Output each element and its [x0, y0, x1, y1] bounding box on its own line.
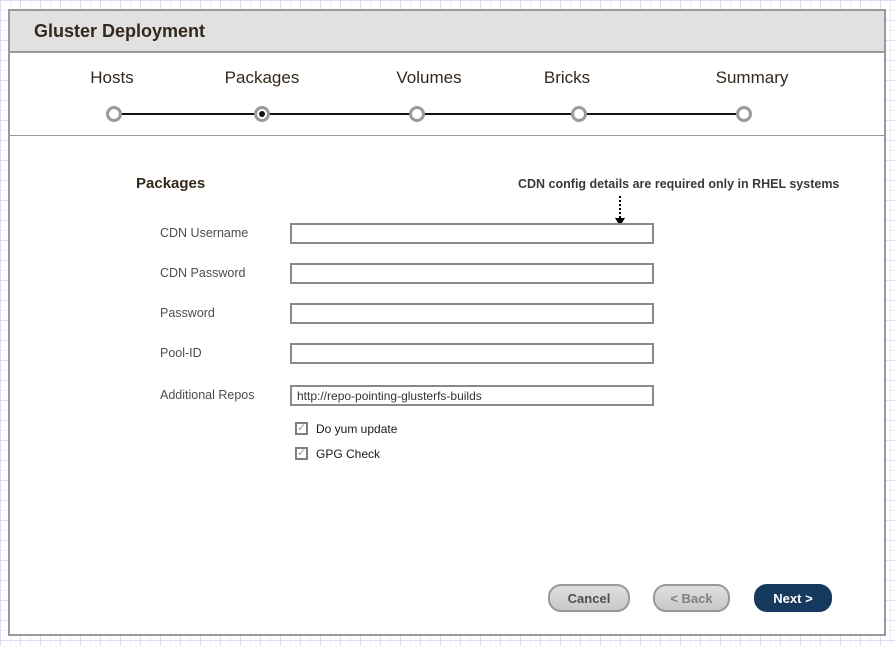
- page-title: Packages: [136, 175, 206, 192]
- additional-repos-label: Additional Repos: [160, 388, 255, 402]
- pool-id-label: Pool-ID: [160, 346, 202, 360]
- step-connector-line: [114, 113, 744, 115]
- gluster-deployment-dialog: Gluster Deployment Hosts Packages Volume…: [8, 9, 886, 636]
- step-label-packages[interactable]: Packages: [224, 68, 300, 87]
- step-circle-packages[interactable]: [254, 106, 270, 122]
- cdn-username-input[interactable]: [290, 223, 654, 244]
- back-button[interactable]: < Back: [653, 584, 730, 612]
- step-label-summary[interactable]: Summary: [715, 68, 789, 87]
- rhel-note-text: CDN config details are required only in …: [518, 177, 840, 191]
- additional-repos-input[interactable]: [290, 385, 654, 406]
- step-label-bricks[interactable]: Bricks: [543, 68, 591, 87]
- dialog-titlebar: Gluster Deployment: [10, 11, 884, 53]
- next-button[interactable]: Next >: [754, 584, 832, 612]
- annotation-arrow-down-icon: [615, 196, 625, 226]
- checkmark-icon: ✓: [297, 422, 307, 434]
- wizard-step-indicator: Hosts Packages Volumes Bricks Summary: [10, 53, 884, 136]
- step-circle-bricks[interactable]: [571, 106, 587, 122]
- dialog-title: Gluster Deployment: [34, 21, 206, 41]
- password-label: Password: [160, 306, 215, 320]
- cdn-password-label: CDN Password: [160, 266, 246, 280]
- step-label-volumes[interactable]: Volumes: [396, 68, 462, 87]
- cdn-password-input[interactable]: [290, 263, 654, 284]
- cdn-username-label: CDN Username: [160, 226, 249, 240]
- do-yum-update-checkbox[interactable]: ✓: [295, 422, 308, 435]
- step-circle-summary[interactable]: [736, 106, 752, 122]
- gpg-check-label[interactable]: GPG Check: [316, 447, 381, 461]
- step-circle-hosts[interactable]: [106, 106, 122, 122]
- checkmark-icon: ✓: [297, 447, 307, 459]
- step-label-hosts[interactable]: Hosts: [90, 68, 134, 87]
- step-circle-volumes[interactable]: [409, 106, 425, 122]
- cancel-button[interactable]: Cancel: [548, 584, 630, 612]
- password-input[interactable]: [290, 303, 654, 324]
- pool-id-input[interactable]: [290, 343, 654, 364]
- do-yum-update-label[interactable]: Do yum update: [316, 422, 398, 436]
- gpg-check-checkbox[interactable]: ✓: [295, 447, 308, 460]
